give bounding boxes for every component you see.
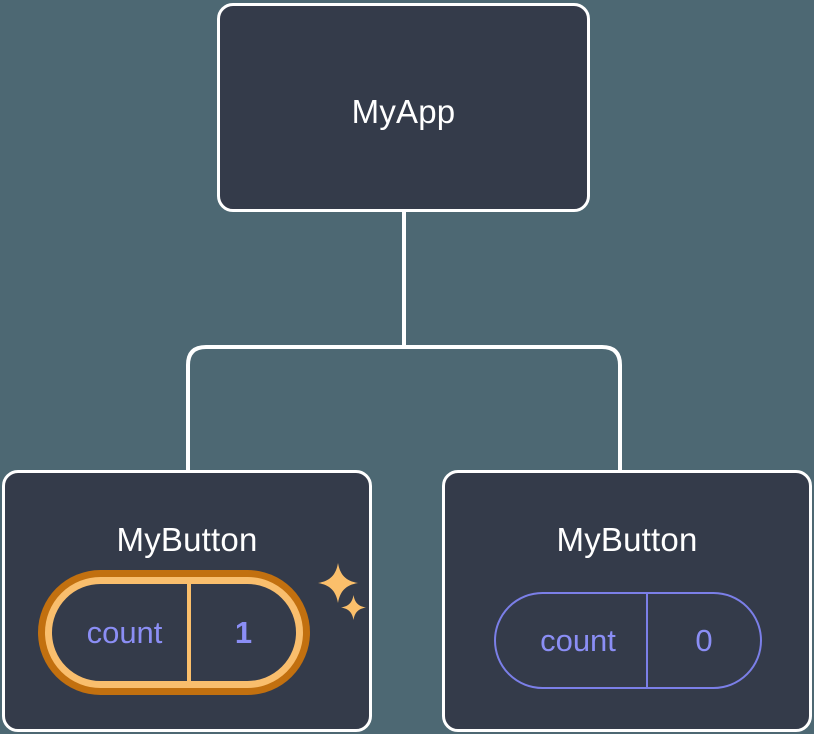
- state-pill-inner: count 1: [45, 577, 303, 688]
- state-pill-key: count: [496, 594, 648, 687]
- state-pill-value: 0: [695, 622, 713, 658]
- sparkle-icon: [341, 595, 366, 620]
- state-pill-key: count: [52, 584, 191, 681]
- component-node-myapp[interactable]: MyApp: [217, 3, 590, 212]
- sparkle-icon: [318, 563, 358, 603]
- component-node-mybutton-right-label: MyButton: [556, 521, 698, 558]
- state-pill-value: 1: [234, 614, 253, 650]
- state-pill-count-left[interactable]: count 1: [38, 570, 310, 695]
- connector-bracket: [186, 345, 622, 470]
- component-node-myapp-label: MyApp: [351, 93, 456, 130]
- component-node-mybutton-left-label: MyButton: [116, 521, 258, 558]
- state-pill-count-right[interactable]: count 0: [494, 592, 762, 689]
